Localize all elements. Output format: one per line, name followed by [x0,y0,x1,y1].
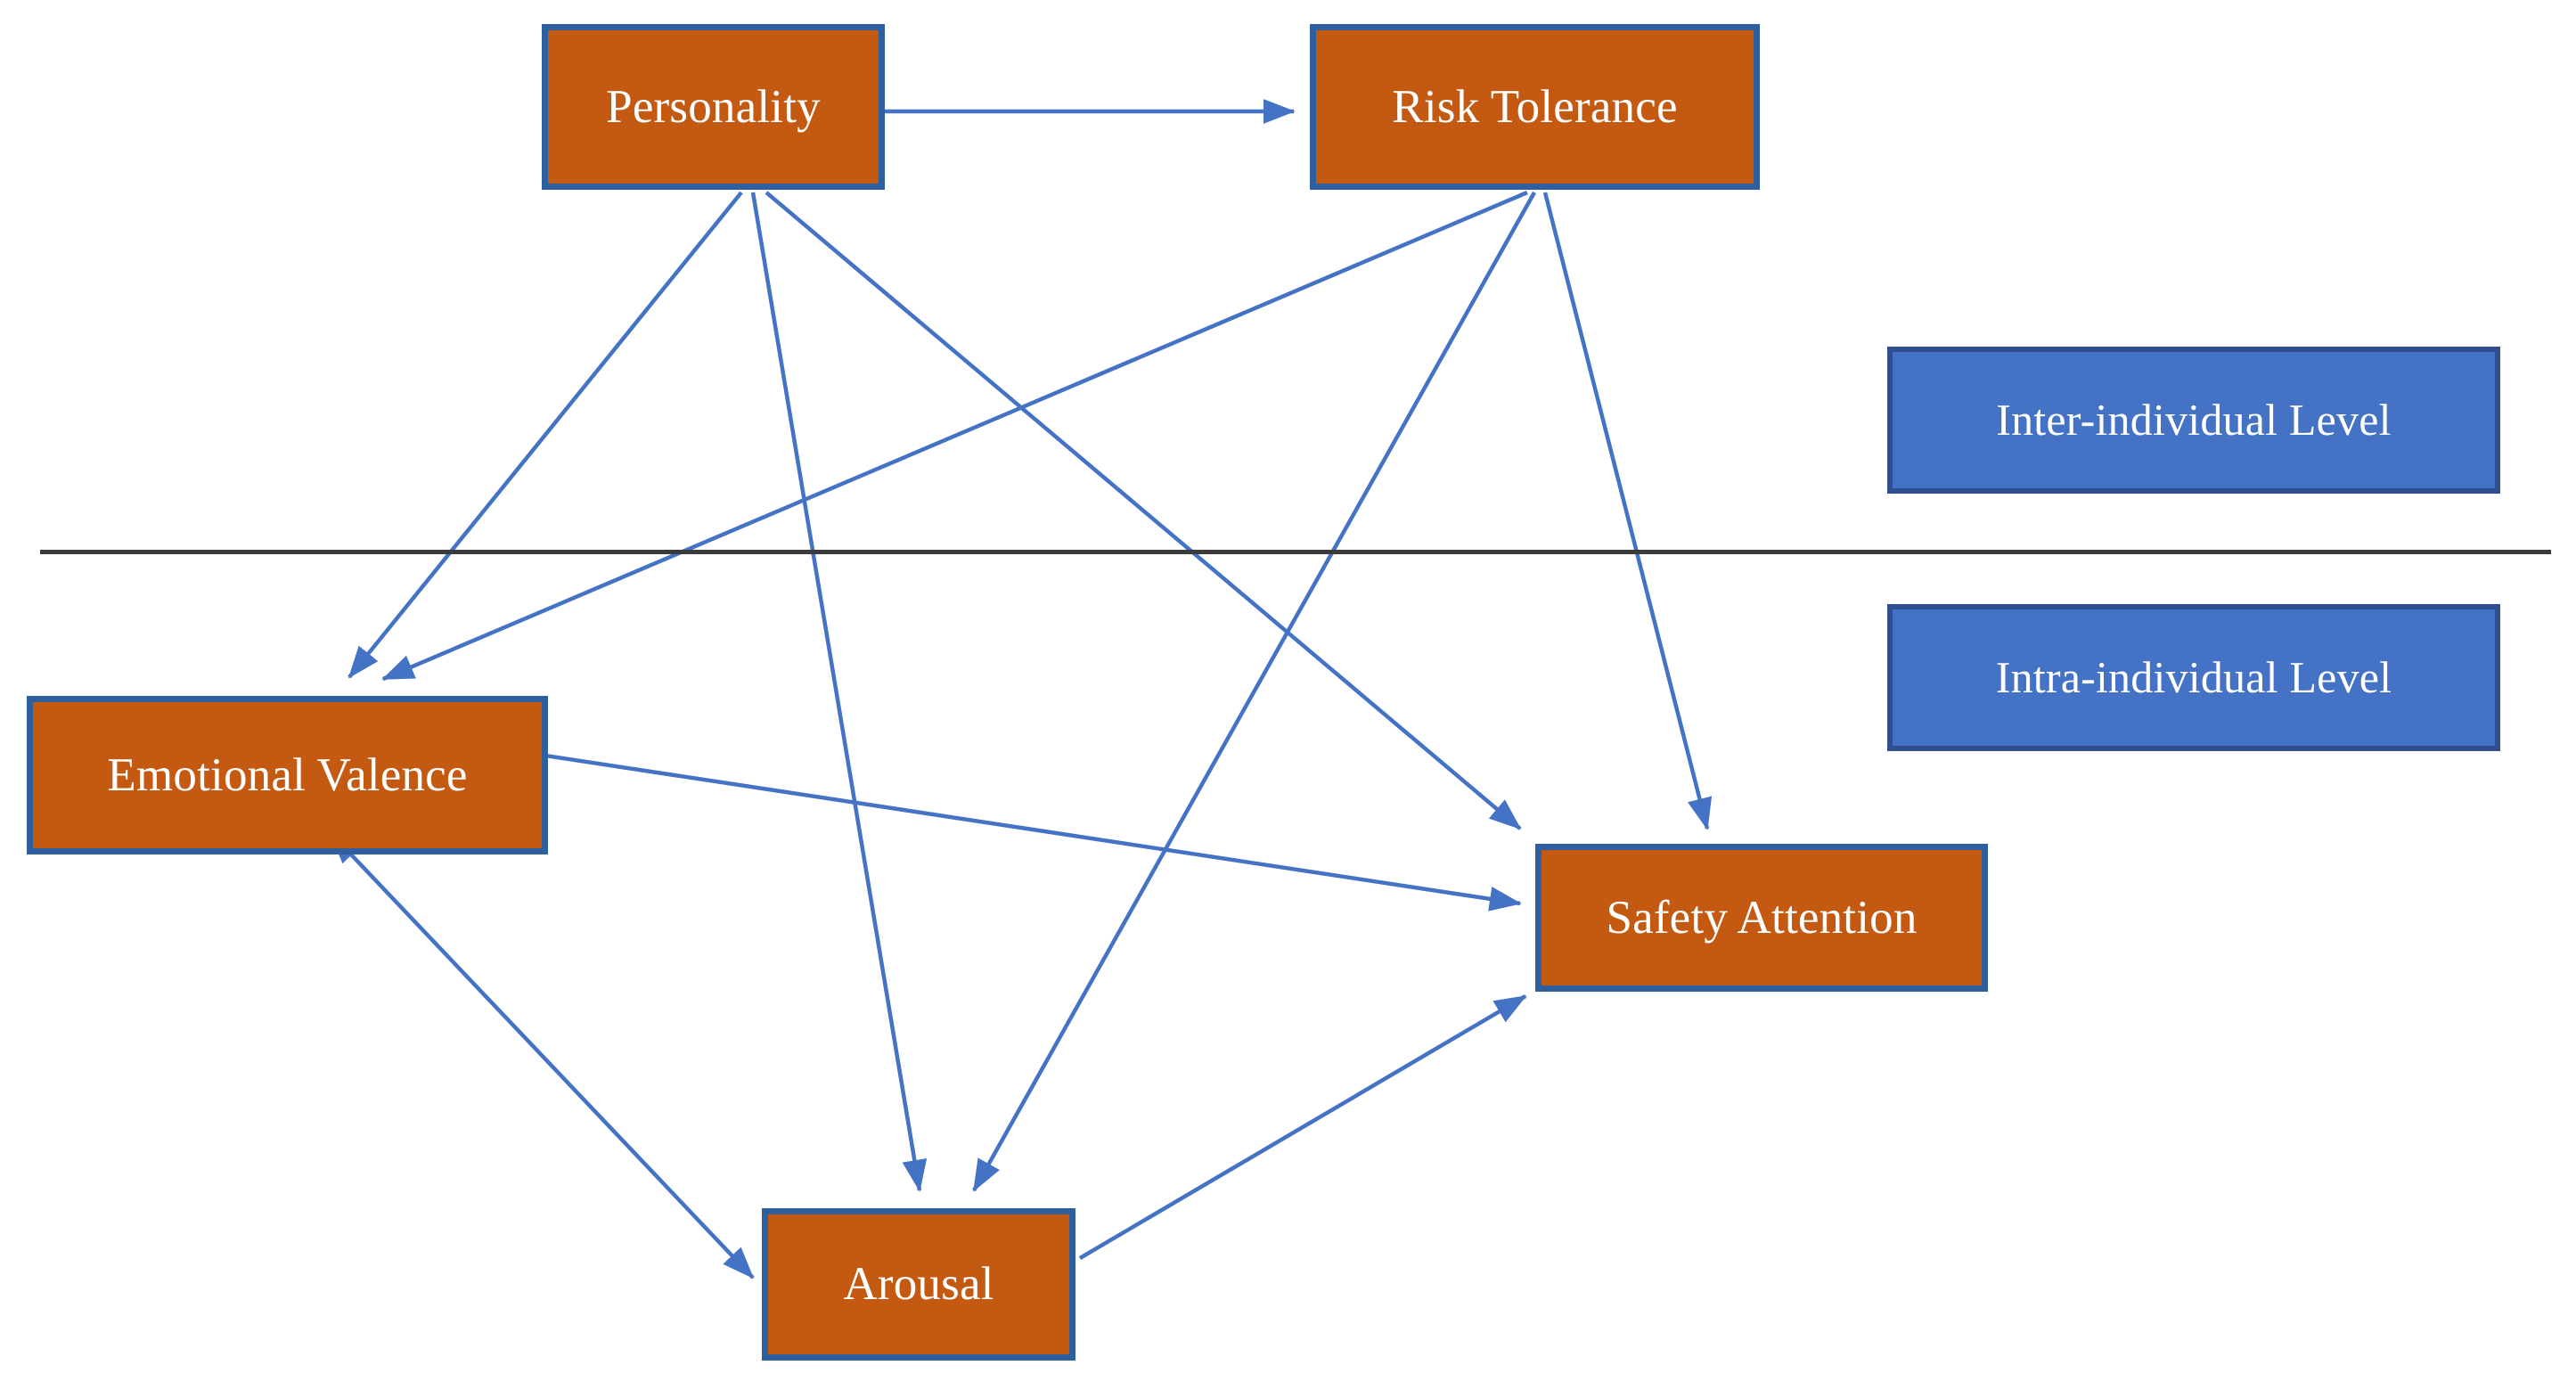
edge-personality-to-arousal [750,192,928,1192]
node-label-personality: Personality [606,80,821,133]
legend-label-intra_level: Intra-individual Level [1995,652,2392,702]
edge-personality-to-emotional_valence [348,191,743,679]
node-label-safety_attention: Safety Attention [1606,891,1918,944]
legend-box-intra_level[interactable]: Intra-individual Level [1887,604,2500,751]
node-box-safety_attention[interactable]: Safety Attention [1535,844,1988,992]
node-box-risk_tolerance[interactable]: Risk Tolerance [1310,24,1760,190]
node-label-risk_tolerance: Risk Tolerance [1392,80,1678,133]
edge-risk_tolerance-to-arousal [972,191,1536,1192]
node-label-emotional_valence: Emotional Valence [107,748,468,801]
node-box-personality[interactable]: Personality [542,24,885,190]
edge-risk_tolerance-to-emotional_valence [381,190,1528,682]
node-box-emotional_valence[interactable]: Emotional Valence [27,696,548,854]
edge-risk_tolerance-to-safety_attention [1542,192,1713,830]
legend-box-inter_level[interactable]: Inter-individual Level [1887,347,2500,494]
edge-emotional_valence-to-arousal [329,831,755,1279]
edge-arousal-to-safety_attention [1078,994,1527,1260]
edge-personality-to-safety_attention [765,191,1522,830]
node-label-arousal: Arousal [843,1258,994,1311]
edge-emotional_valence-to-safety_attention [544,753,1522,912]
node-box-arousal[interactable]: Arousal [762,1208,1075,1361]
level-separator-line [40,550,2551,554]
legend-label-inter_level: Inter-individual Level [1996,395,2392,445]
